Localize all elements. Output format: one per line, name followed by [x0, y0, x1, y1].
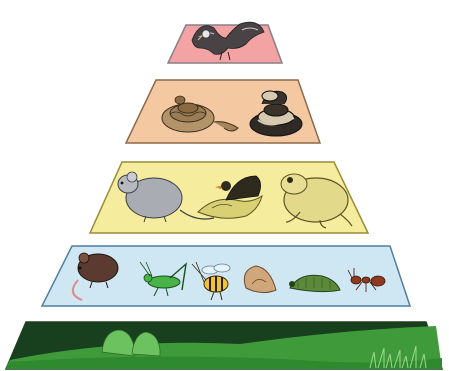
level-herbivores [42, 246, 410, 306]
level-apex [168, 22, 282, 63]
level-secondary [126, 80, 320, 143]
level-producers [6, 322, 442, 369]
level-primary [90, 162, 368, 233]
